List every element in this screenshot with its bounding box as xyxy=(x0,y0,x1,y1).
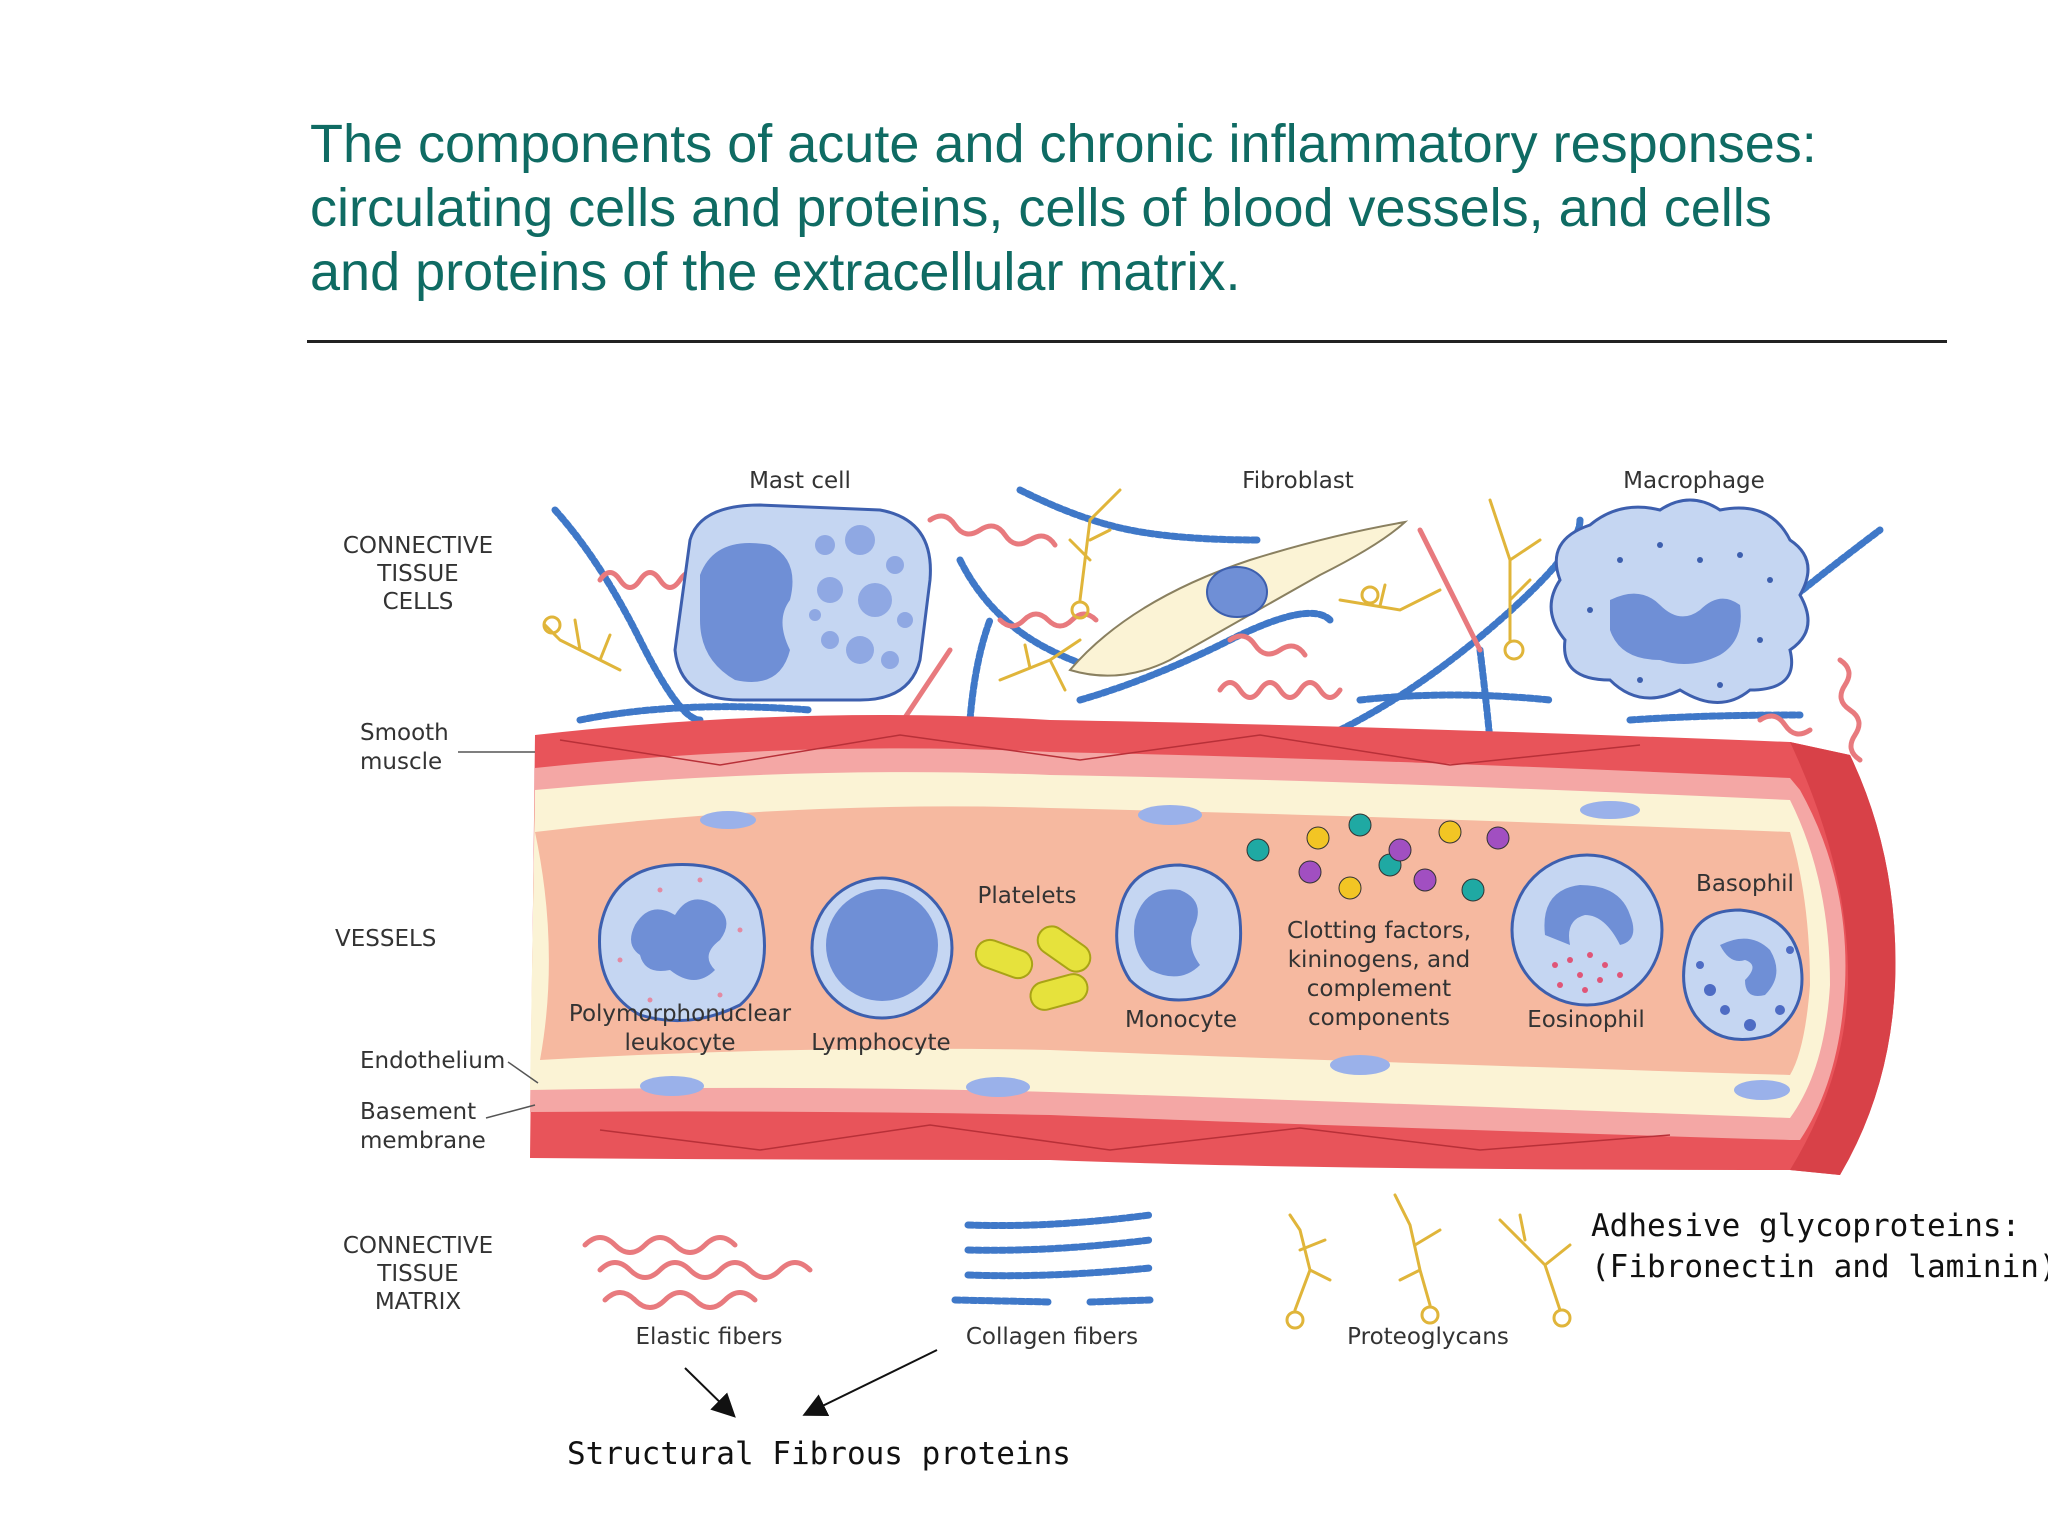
proteoglycan xyxy=(543,618,622,672)
svg-text:CONNECTIVE: CONNECTIVE xyxy=(343,1233,493,1259)
clotting-factor-spheres xyxy=(1246,813,1510,902)
elastic-fiber xyxy=(1837,657,1863,763)
proteoglycan xyxy=(1338,583,1442,612)
slide-title: The components of acute and chronic infl… xyxy=(310,112,1990,304)
elastic-fiber xyxy=(1227,633,1308,658)
svg-text:kininogens, and: kininogens, and xyxy=(1288,947,1471,973)
collagen-fiber xyxy=(1356,691,1554,704)
svg-text:CELLS: CELLS xyxy=(383,589,454,615)
title-line-2: circulating cells and proteins, cells of… xyxy=(310,178,1772,238)
svg-text:membrane: membrane xyxy=(360,1128,486,1154)
mast-cell xyxy=(673,503,932,702)
svg-text:complement: complement xyxy=(1307,976,1451,1002)
elastic-fiber xyxy=(1417,527,1483,653)
section-labels: CONNECTIVE TISSUE CELLS VESSELS CONNECTI… xyxy=(335,533,493,1315)
proteoglycan xyxy=(998,638,1082,692)
title-divider xyxy=(307,340,1947,343)
svg-text:leukocyte: leukocyte xyxy=(624,1030,735,1056)
svg-text:Smooth: Smooth xyxy=(360,720,449,746)
collagen-fiber xyxy=(966,616,994,724)
collagen-fiber xyxy=(551,506,704,724)
svg-text:Clotting factors,: Clotting factors, xyxy=(1287,918,1471,944)
macrophage-label: Macrophage xyxy=(1623,468,1765,494)
svg-text:MATRIX: MATRIX xyxy=(375,1289,462,1315)
collagen-fiber xyxy=(576,703,814,724)
svg-text:TISSUE: TISSUE xyxy=(376,561,458,587)
svg-text:Platelets: Platelets xyxy=(977,883,1076,909)
svg-text:Collagen fibers: Collagen fibers xyxy=(966,1324,1138,1350)
collagen-fiber xyxy=(1016,486,1264,544)
fibroblast-nucleus xyxy=(1206,566,1268,618)
vessel-content-labels: Polymorphonuclear leukocyte Lymphocyte P… xyxy=(569,871,1794,1056)
svg-text:CONNECTIVE: CONNECTIVE xyxy=(343,533,493,559)
leader-lines xyxy=(458,751,539,1119)
proteoglycan xyxy=(1068,488,1122,602)
svg-text:Lymphocyte: Lymphocyte xyxy=(811,1030,950,1056)
elastic-fiber xyxy=(597,570,703,590)
svg-text:VESSELS: VESSELS xyxy=(335,926,436,952)
svg-text:Monocyte: Monocyte xyxy=(1125,1007,1237,1033)
title-line-3: and proteins of the extracellular matrix… xyxy=(310,242,1241,302)
svg-text:Eosinophil: Eosinophil xyxy=(1527,1007,1645,1033)
polymorphonuclear-leukocyte xyxy=(598,863,766,1023)
svg-text:Basophil: Basophil xyxy=(1696,871,1794,897)
matrix-labels: Elastic fibers Collagen fibers Proteogly… xyxy=(635,1324,1508,1350)
adhesive-glycoproteins-line2: (Fibronectin and laminin) xyxy=(1591,1249,2048,1285)
svg-text:Elastic fibers: Elastic fibers xyxy=(635,1324,782,1350)
mast-cell-nucleus xyxy=(700,543,793,682)
platelets xyxy=(974,925,1092,1011)
elastic-fibers-sample xyxy=(582,1235,813,1310)
proteoglycan xyxy=(1488,498,1542,642)
monocyte xyxy=(1115,863,1243,1002)
elastic-fiber xyxy=(927,513,1058,548)
arrow-collagen xyxy=(802,1349,938,1417)
mast-cell-label: Mast cell xyxy=(749,468,851,494)
title-line-1: The components of acute and chronic infl… xyxy=(310,114,1817,174)
svg-text:Proteoglycans: Proteoglycans xyxy=(1347,1324,1509,1350)
basophil xyxy=(1682,908,1804,1041)
elastic-fiber xyxy=(1757,713,1813,737)
connective-cell-labels: Mast cell Fibroblast Macrophage xyxy=(749,468,1765,494)
layer-labels: Smooth muscle Endothelium Basement membr… xyxy=(360,720,505,1154)
blood-vessel xyxy=(530,715,1896,1175)
fibroblast-label: Fibroblast xyxy=(1242,468,1354,494)
svg-text:muscle: muscle xyxy=(360,749,442,775)
structural-fibrous-proteins-label: Structural Fibrous proteins xyxy=(567,1436,1071,1472)
collagen-fiber xyxy=(1476,646,1494,744)
fibroblast xyxy=(1068,520,1409,677)
proteoglycans-sample xyxy=(1285,1193,1572,1330)
adhesive-glycoproteins-line1: Adhesive glycoproteins: xyxy=(1591,1208,2021,1244)
lymphocyte xyxy=(810,876,954,1020)
svg-text:Basement: Basement xyxy=(360,1099,476,1125)
macrophage xyxy=(1549,498,1810,704)
svg-text:components: components xyxy=(1308,1005,1450,1031)
svg-text:TISSUE: TISSUE xyxy=(376,1261,458,1287)
arrow-elastic xyxy=(684,1367,736,1418)
collagen-fibers-sample xyxy=(951,1211,1154,1306)
eosinophil xyxy=(1510,853,1664,1007)
svg-text:Polymorphonuclear: Polymorphonuclear xyxy=(569,1001,792,1027)
elastic-fiber xyxy=(997,611,1099,629)
macrophage-nucleus xyxy=(1610,593,1741,664)
elastic-fiber xyxy=(1217,680,1343,700)
svg-text:Endothelium: Endothelium xyxy=(360,1048,505,1074)
